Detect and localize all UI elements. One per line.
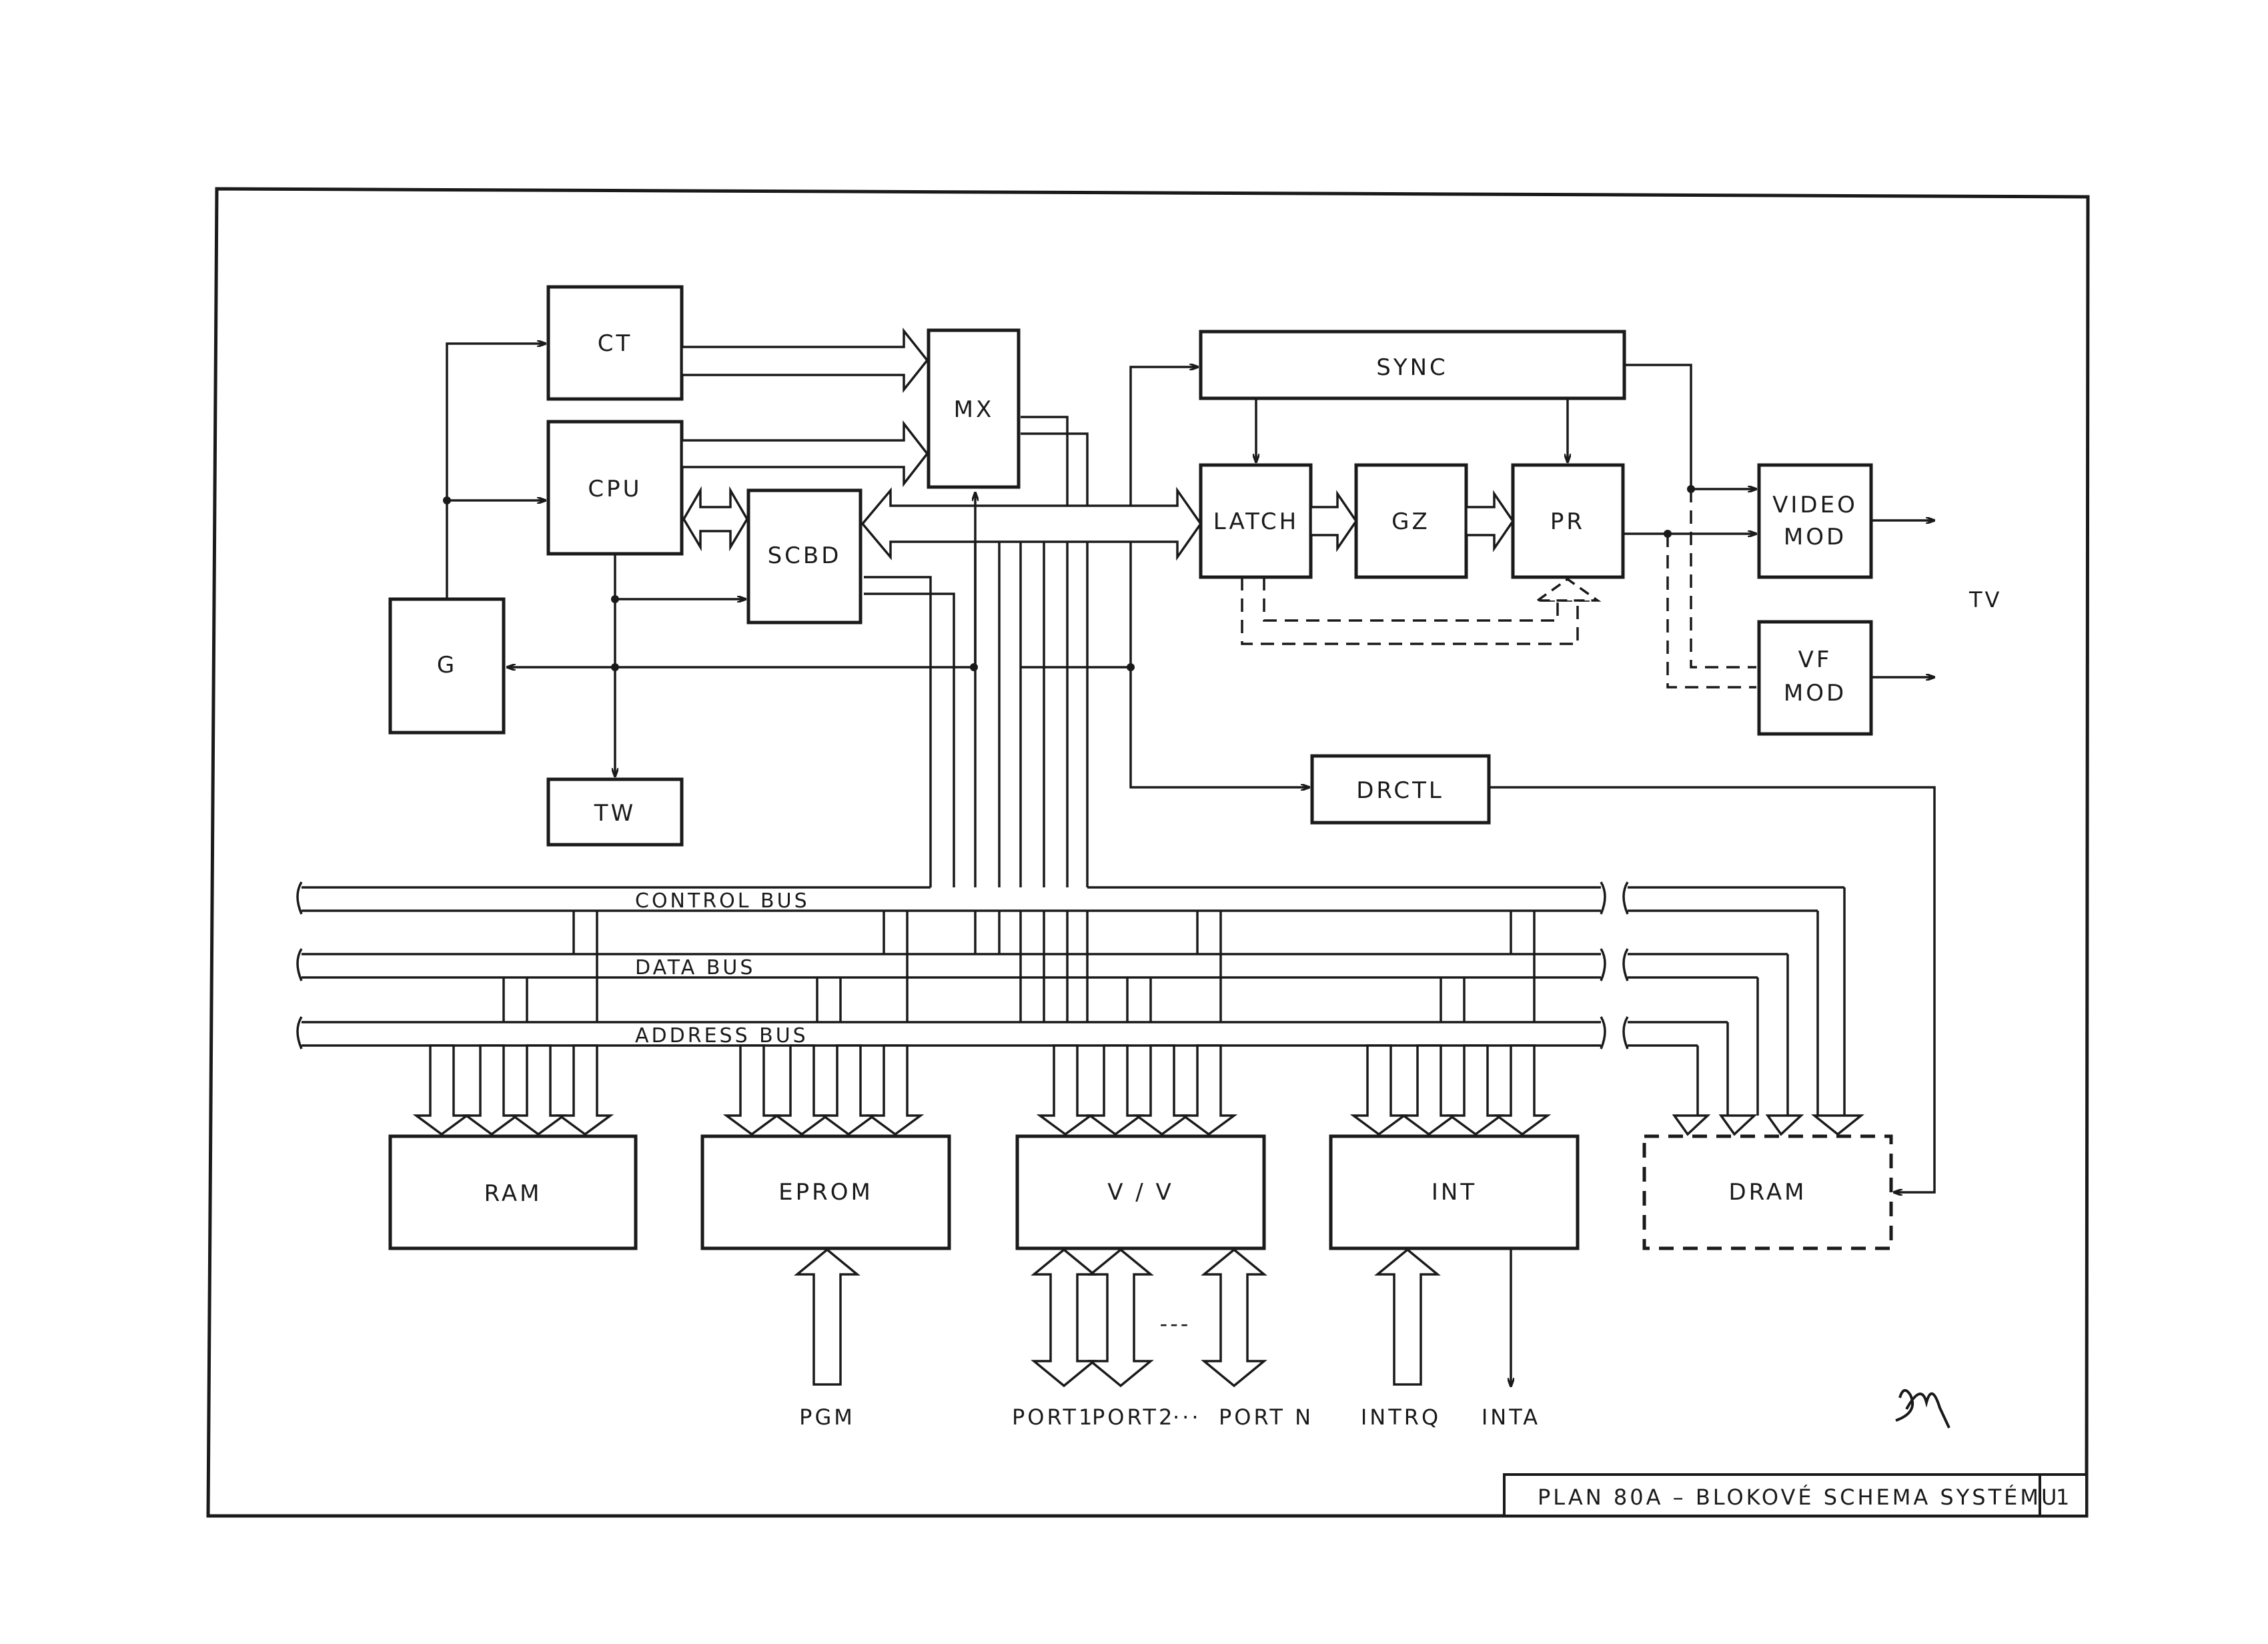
gz-block: GZ	[1354, 463, 1468, 579]
vv-bus-drops	[1036, 911, 1238, 1136]
bus-taps	[864, 416, 1089, 1022]
ct-label: CT	[598, 330, 633, 357]
intrq-input: INTRQ	[1361, 1248, 1441, 1430]
dram-bus-drops	[1672, 887, 1864, 1136]
cpu-to-mx-bus	[680, 420, 929, 488]
latch-label: LATCH	[1213, 508, 1299, 535]
vv-block: V / V	[1015, 1134, 1266, 1250]
ram-label: RAM	[484, 1180, 542, 1207]
data-bus	[296, 948, 1788, 981]
portn-io	[1201, 1248, 1267, 1388]
mx-label: MX	[954, 396, 995, 423]
ram-block: RAM	[388, 1134, 638, 1250]
vf-mod-label-1: VF	[1798, 647, 1832, 673]
address-bus-label: ADDRESS BUS	[635, 1024, 808, 1048]
port-dots: ···	[1173, 1404, 1201, 1430]
intrq-label: INTRQ	[1361, 1404, 1441, 1430]
cpu-label: CPU	[588, 476, 642, 502]
cpu-scbd-bus	[682, 486, 749, 552]
port1-io	[1031, 1248, 1097, 1388]
drctl-dram-line	[1489, 786, 1936, 1192]
pr-output-lines	[1623, 530, 1756, 689]
signature	[1895, 1389, 1950, 1428]
port2-label: PORT2	[1092, 1404, 1175, 1430]
video-mod-label-1: VIDEO	[1772, 492, 1858, 518]
tw-label: TW	[594, 800, 636, 827]
cpu-tw-g-lines	[507, 367, 1309, 787]
scbd-block: SCBD	[746, 488, 863, 625]
int-bus-drops	[1349, 911, 1552, 1136]
inta-output: INTA	[1482, 1248, 1540, 1430]
vv-label: V / V	[1107, 1179, 1174, 1206]
tw-block: TW	[546, 777, 684, 847]
sync-label: SYNC	[1376, 354, 1448, 381]
data-bus-label: DATA BUS	[635, 956, 755, 979]
tv-label: TV	[1968, 587, 2002, 612]
pgm-label: PGM	[799, 1404, 855, 1430]
int-label: INT	[1432, 1179, 1477, 1206]
cpu-block: CPU	[546, 420, 684, 556]
control-bus	[296, 881, 1844, 915]
drawing-border	[206, 187, 2090, 1518]
port2-io	[1087, 1248, 1154, 1388]
sheet-number: 1	[2056, 1485, 2072, 1510]
scbd-latch-bus	[861, 486, 1203, 561]
mx-block: MX	[927, 328, 1021, 489]
title-text: PLAN 80A – BLOKOVÉ SCHEMA SYSTÉMU	[1538, 1485, 2059, 1510]
control-bus-label: CONTROL BUS	[635, 889, 810, 913]
g-label: G	[437, 652, 457, 679]
portn-label: PORT N	[1219, 1404, 1313, 1430]
address-bus	[296, 1016, 1728, 1050]
pgm-input: PGM	[794, 1248, 861, 1430]
tv-outputs: TV	[1871, 520, 2002, 677]
drctl-block: DRCTL	[1310, 754, 1491, 825]
sync-lines	[1256, 364, 1756, 669]
latch-pr-dashed-path	[1241, 577, 1602, 645]
title-block: PLAN 80A – BLOKOVÉ SCHEMA SYSTÉMU 1	[1503, 1473, 2088, 1517]
latch-block: LATCH	[1199, 463, 1313, 579]
scbd-label: SCBD	[768, 542, 842, 569]
video-mod-label-2: MOD	[1784, 524, 1846, 550]
sync-block: SYNC	[1199, 330, 1626, 400]
eprom-bus-drops	[722, 911, 925, 1136]
gz-pr-bus	[1465, 490, 1515, 552]
video-mod-block: VIDEO MOD	[1757, 463, 1873, 579]
ct-to-mx-bus	[680, 327, 929, 394]
drctl-label: DRCTL	[1356, 777, 1444, 804]
ct-block: CT	[546, 285, 684, 401]
pr-label: PR	[1550, 508, 1585, 535]
dram-block: DRAM	[1642, 1134, 1893, 1250]
clock-lines	[443, 344, 546, 599]
gz-label: GZ	[1391, 508, 1430, 535]
g-block: G	[388, 597, 506, 735]
int-block: INT	[1329, 1134, 1580, 1250]
vf-mod-block: VF MOD	[1757, 620, 1873, 736]
ram-bus-drops	[412, 911, 614, 1136]
vf-mod-label-2: MOD	[1784, 680, 1846, 707]
dram-label: DRAM	[1728, 1179, 1806, 1206]
pr-block: PR	[1511, 463, 1625, 579]
latch-gz-bus	[1309, 490, 1358, 552]
port-gap: ---	[1160, 1311, 1191, 1336]
port1-label: PORT1	[1012, 1404, 1095, 1430]
eprom-label: EPROM	[778, 1179, 873, 1206]
inta-label: INTA	[1482, 1404, 1540, 1430]
eprom-block: EPROM	[700, 1134, 951, 1250]
